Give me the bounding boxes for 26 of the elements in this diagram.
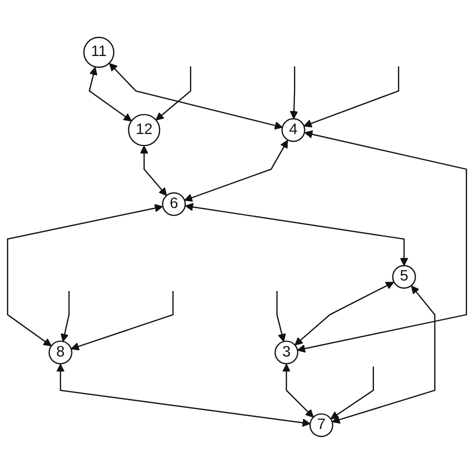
arrow — [282, 364, 314, 418]
arrow — [297, 130, 468, 353]
node-circle: 12 — [128, 114, 160, 146]
arrow — [276, 291, 286, 342]
arrow — [290, 66, 298, 120]
arrow — [109, 63, 283, 130]
arrow — [88, 66, 132, 122]
node-circle: 4 — [281, 118, 306, 142]
arrow — [184, 140, 288, 202]
arrow — [60, 291, 70, 342]
node-circle: 8 — [48, 340, 72, 364]
arrow — [185, 202, 408, 266]
arrow — [6, 204, 163, 346]
node-circle: 5 — [392, 264, 416, 289]
node-circle: 3 — [274, 340, 298, 364]
arrow — [140, 146, 167, 196]
arrow — [156, 66, 192, 120]
arrow — [294, 282, 394, 346]
arrow — [330, 366, 374, 420]
node-circle: 7 — [309, 413, 334, 438]
node-circle: 11 — [83, 36, 114, 68]
node-circle: 6 — [162, 192, 186, 216]
arrow — [70, 291, 174, 350]
arrow — [332, 286, 436, 424]
arrow — [304, 66, 400, 128]
arrow — [56, 364, 311, 427]
